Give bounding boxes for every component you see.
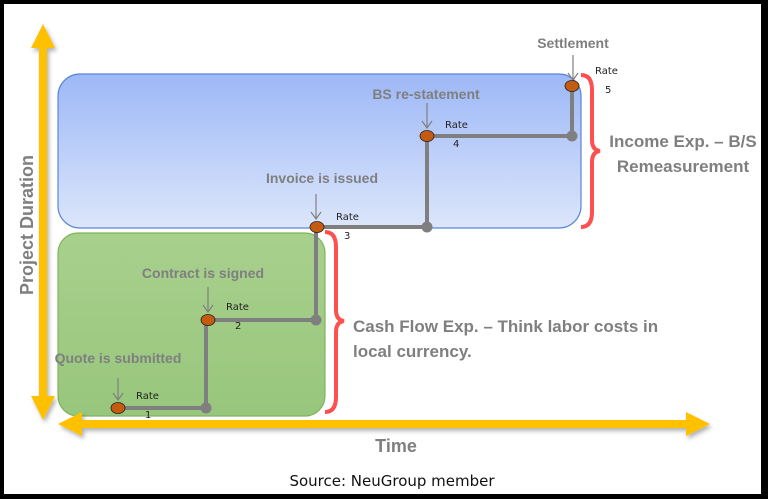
cash-flow-bracket bbox=[324, 230, 345, 414]
pointer-arrowhead-icon bbox=[421, 120, 433, 130]
income-exposure-region bbox=[57, 73, 582, 229]
milestone-label: Invoice is issued bbox=[266, 170, 378, 186]
rate-number: 3 bbox=[344, 231, 350, 242]
diagram-frame: Project Duration Time Quote is submitted… bbox=[4, 4, 761, 494]
milestone-quote-submitted: Quote is submitted Rate 1 bbox=[55, 350, 182, 421]
income-exposure-description-line1: Income Exp. – B/S bbox=[609, 132, 756, 151]
pointer-arrowhead-icon bbox=[112, 392, 124, 402]
rate-marker bbox=[110, 402, 126, 414]
rate-number: 1 bbox=[145, 410, 151, 421]
cash-flow-exposure-description-line2: local currency. bbox=[353, 342, 472, 361]
rate-number: 2 bbox=[235, 321, 241, 332]
diagram-canvas: Project Duration Time Quote is submitted… bbox=[17, 24, 757, 490]
milestone-bs-restatement: BS re-statement Rate 4 bbox=[372, 86, 480, 150]
path-joint bbox=[310, 314, 322, 326]
rate-number: 5 bbox=[605, 85, 611, 96]
milestone-contract-signed: Contract is signed Rate 2 bbox=[142, 265, 264, 332]
x-axis-arrow bbox=[58, 412, 710, 436]
y-axis-arrow bbox=[31, 24, 55, 420]
rate-label: Rate bbox=[136, 391, 159, 402]
rate-number: 4 bbox=[453, 139, 459, 150]
milestone-invoice-issued: Invoice is issued Rate 3 bbox=[266, 170, 378, 242]
path-joint bbox=[421, 221, 433, 233]
rate-label: Rate bbox=[226, 302, 249, 313]
income-bracket bbox=[580, 73, 601, 229]
pointer-arrowhead-icon bbox=[310, 211, 322, 221]
rate-marker bbox=[309, 221, 325, 233]
milestone-settlement: Settlement Rate 5 bbox=[537, 35, 618, 96]
milestone-label: Settlement bbox=[537, 35, 609, 51]
rate-label: Rate bbox=[445, 120, 468, 131]
milestone-label: Contract is signed bbox=[142, 265, 264, 281]
path-joint bbox=[200, 402, 212, 414]
x-axis-label: Time bbox=[375, 436, 417, 456]
path-joints bbox=[200, 130, 578, 414]
rate-label: Rate bbox=[336, 212, 359, 223]
milestone-label: Quote is submitted bbox=[55, 350, 182, 366]
milestone-label: BS re-statement bbox=[372, 86, 480, 102]
rate-label: Rate bbox=[595, 66, 618, 77]
cash-flow-exposure-description-line1: Cash Flow Exp. – Think labor costs in bbox=[353, 317, 658, 336]
y-axis-label: Project Duration bbox=[17, 155, 37, 295]
pointer-arrowhead-icon bbox=[567, 72, 579, 82]
source-caption: Source: NeuGroup member bbox=[289, 472, 495, 490]
rate-marker bbox=[200, 314, 216, 326]
pointer-arrowhead-icon bbox=[202, 304, 214, 314]
cash-flow-exposure-region bbox=[57, 232, 326, 417]
path-joint bbox=[566, 130, 578, 142]
rate-marker bbox=[564, 80, 580, 92]
income-exposure-description-line2: Remeasurement bbox=[617, 157, 750, 176]
rate-marker bbox=[419, 130, 435, 142]
